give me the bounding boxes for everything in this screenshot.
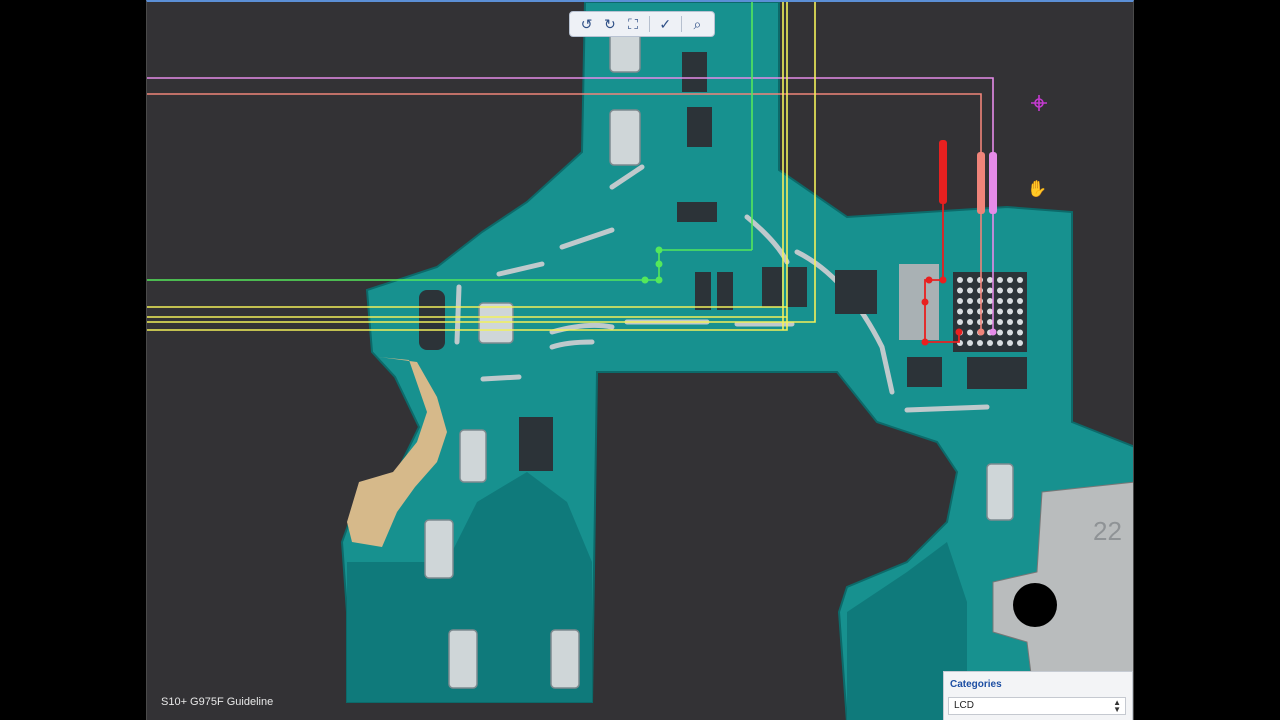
bga-ball — [1007, 308, 1013, 315]
bga-ball — [977, 298, 983, 304]
bga-ball — [987, 340, 993, 346]
bga-package — [953, 272, 1027, 352]
bga-ball — [997, 329, 1003, 336]
bga-ball — [997, 287, 1003, 294]
bga-ball — [1017, 277, 1023, 283]
bga-ball — [997, 340, 1003, 346]
bga-ball — [1017, 308, 1023, 315]
bga-ball — [1017, 329, 1023, 336]
trace-red — [924, 152, 960, 343]
bga-ball — [967, 287, 973, 294]
bga-ball — [967, 298, 973, 304]
bga-ball — [1007, 298, 1013, 304]
net-markers — [939, 140, 997, 214]
viewer-toolbar: ↺ ↻ ⛶ ✓ ⌕ — [569, 11, 715, 37]
bga-ball — [1007, 287, 1013, 294]
chevron-up-down-icon: ▲▼ — [1113, 698, 1121, 714]
bga-ball — [1017, 298, 1023, 304]
rotate-left-icon[interactable]: ↺ — [580, 16, 593, 32]
fit-screen-icon[interactable]: ⛶ — [628, 16, 638, 32]
bga-ball — [957, 287, 963, 294]
bga-ball — [1007, 319, 1013, 325]
categories-title: Categories — [950, 679, 1002, 690]
rotate-right-icon[interactable]: ↻ — [603, 16, 616, 32]
categories-panel: Categories LCD ▲▼ — [943, 671, 1133, 720]
viewer-caption: S10+ G975F Guideline — [161, 696, 274, 708]
bga-ball — [957, 277, 963, 283]
bga-ball — [1017, 319, 1023, 325]
bga-ball — [957, 298, 963, 304]
bga-ball — [977, 277, 983, 283]
bga-ball — [957, 340, 963, 346]
crosshair-icon[interactable] — [1031, 95, 1047, 111]
bga-ball — [1017, 287, 1023, 294]
trace-yellow-3 — [147, 2, 816, 323]
bga-ball — [987, 277, 993, 283]
bga-ball — [987, 287, 993, 294]
bga-ball — [957, 319, 963, 325]
chips — [419, 52, 1027, 471]
bga-ball — [997, 308, 1003, 315]
bga-ball — [977, 308, 983, 315]
pcb-dark-region — [347, 472, 592, 702]
bga-ball — [1007, 329, 1013, 336]
bga-ball — [977, 340, 983, 346]
board-canvas[interactable]: 22 — [147, 2, 1134, 720]
bga-ball — [967, 319, 973, 325]
categories-selected-value: LCD — [954, 700, 975, 711]
toolbar-separator — [680, 16, 682, 32]
bga-ball — [1007, 277, 1013, 283]
bga-ball — [967, 277, 973, 283]
toolbar-separator — [648, 16, 650, 32]
bga-ball — [997, 277, 1003, 283]
bga-ball — [987, 319, 993, 325]
bga-ball — [1007, 340, 1013, 346]
bga-ball — [997, 298, 1003, 304]
pcb-dark-region-right — [847, 542, 967, 720]
bga-ball — [967, 308, 973, 315]
trace-yellow-4 — [147, 307, 788, 331]
bga-ball — [967, 329, 973, 336]
component-pads — [424, 31, 1014, 689]
gold-pad — [347, 357, 447, 547]
usb-connector: 22 — [992, 481, 1133, 720]
bga-ball — [967, 340, 973, 346]
categories-select[interactable]: LCD ▲▼ — [948, 697, 1126, 715]
schematic-viewer[interactable]: 22 — [146, 0, 1134, 720]
connector-label: 22 — [1093, 516, 1122, 546]
bga-ball — [977, 319, 983, 325]
bga-ball — [987, 298, 993, 304]
tools-icon[interactable]: ✓ — [659, 16, 672, 32]
net-nodes — [641, 246, 997, 346]
bga-ball — [957, 308, 963, 315]
bga-ball — [997, 319, 1003, 325]
bga-ball — [987, 308, 993, 315]
bga-ball — [1017, 340, 1023, 346]
search-icon[interactable]: ⌕ — [693, 16, 702, 32]
bga-ball — [977, 287, 983, 294]
hand-cursor-icon: ✋ — [1027, 179, 1047, 198]
